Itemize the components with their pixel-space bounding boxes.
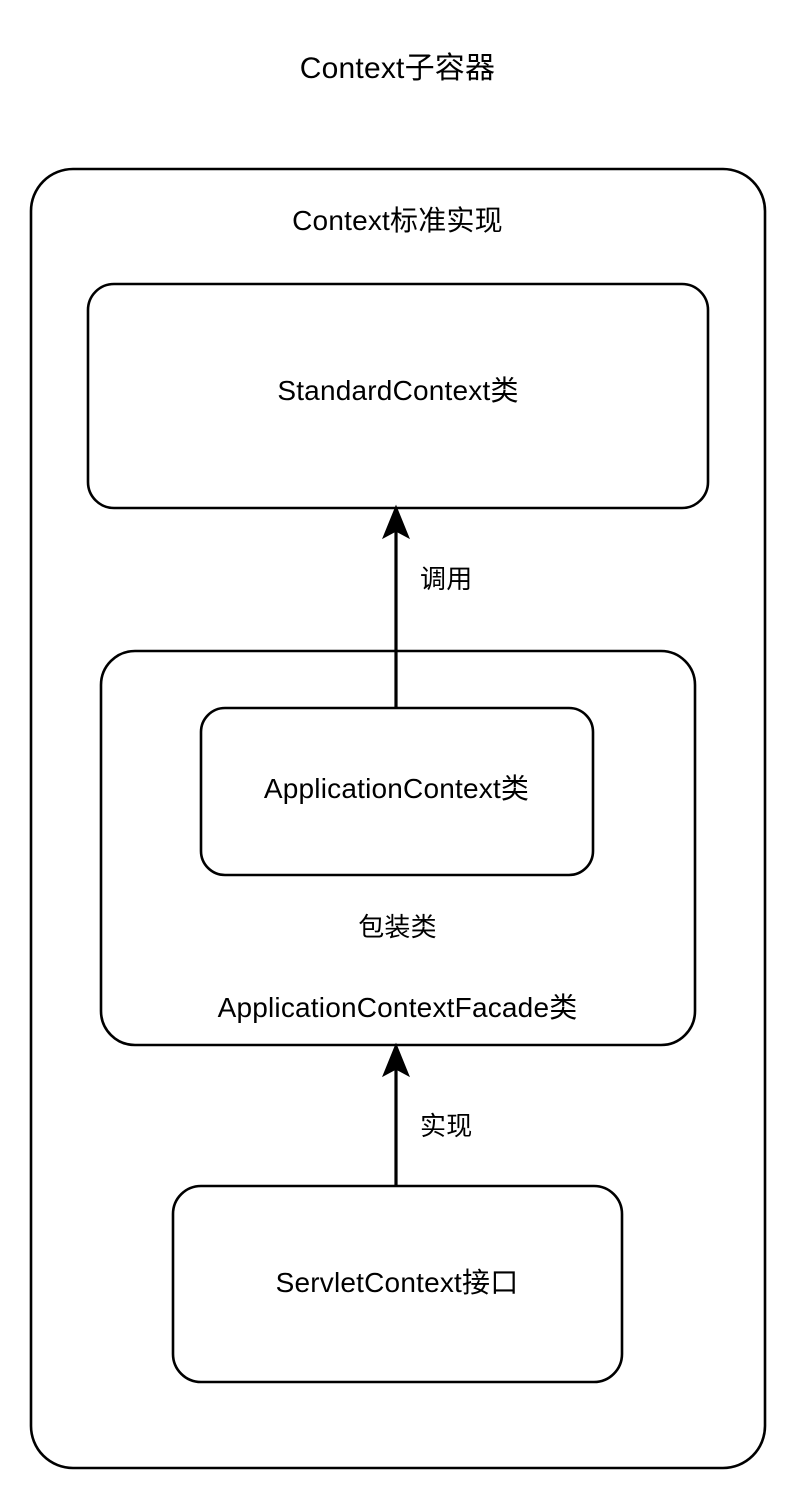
servlet-context-box bbox=[171, 1184, 624, 1384]
servlet-context-label: ServletContext接口 bbox=[275, 1267, 519, 1298]
edge-implements-arrow bbox=[382, 1042, 410, 1185]
facade-container-box bbox=[99, 649, 697, 1047]
application-context-box bbox=[199, 706, 595, 877]
standard-context-label: StandardContext类 bbox=[277, 375, 519, 406]
edge-call-arrow bbox=[382, 504, 410, 707]
outer-container-label: Context标准实现 bbox=[292, 205, 503, 236]
facade-container-sublabel: 包装类 bbox=[358, 912, 437, 942]
outer-container-box bbox=[29, 167, 767, 1470]
edge-call-label: 调用 bbox=[420, 564, 473, 594]
application-context-label: ApplicationContext类 bbox=[263, 773, 530, 804]
standard-context-box bbox=[86, 282, 710, 510]
edge-implements-label: 实现 bbox=[420, 1111, 473, 1141]
diagram-title: Context子容器 bbox=[299, 52, 496, 85]
facade-container-label: ApplicationContextFacade类 bbox=[217, 992, 578, 1023]
